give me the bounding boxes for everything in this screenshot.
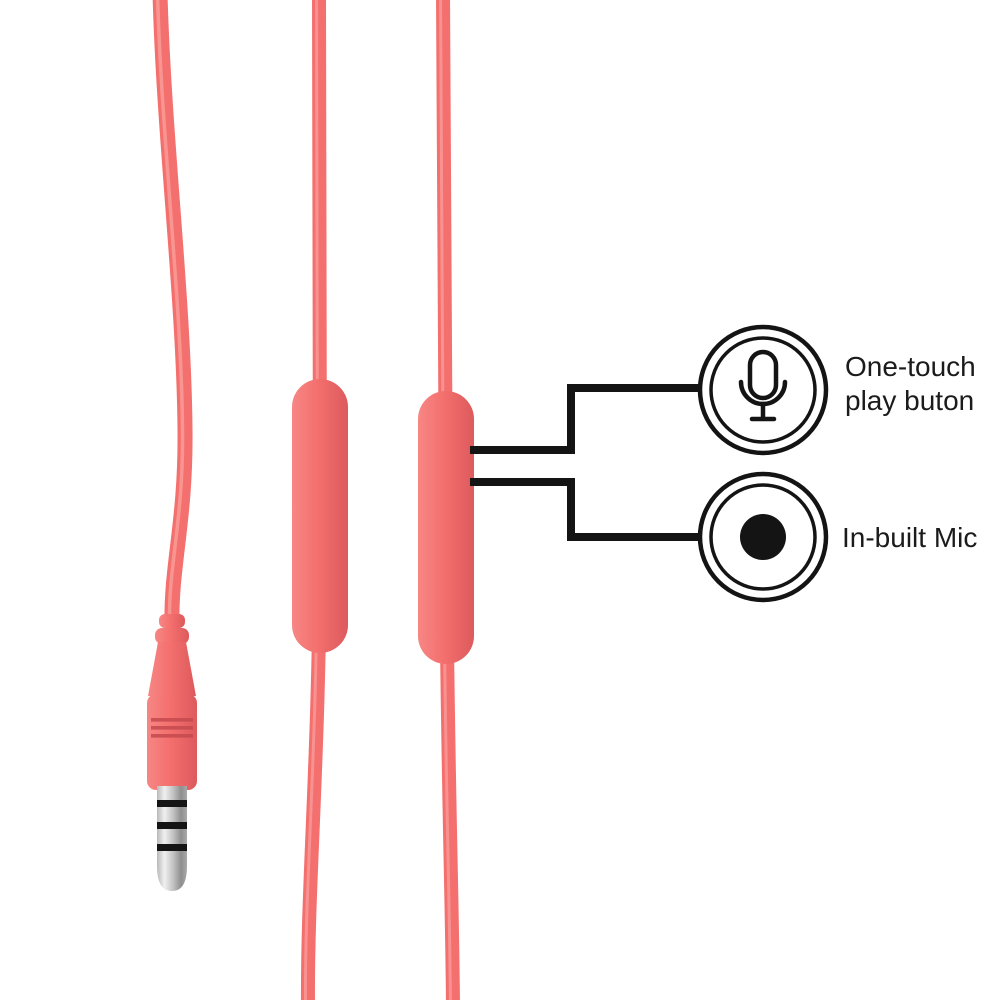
jack-ring <box>157 800 187 807</box>
plug-strain-flare <box>148 642 196 696</box>
microphone-icon <box>738 349 788 422</box>
callout-line-play-button <box>470 384 701 454</box>
inbuilt-mic-label: In-built Mic <box>842 521 977 555</box>
inbuilt-mic-callout <box>697 471 829 603</box>
jack-metal-tip <box>157 786 187 891</box>
right-cable <box>418 0 474 1000</box>
plug-strain-rib-1 <box>159 614 185 628</box>
plug-grip-line <box>151 718 193 722</box>
audio-jack-plug <box>147 614 197 891</box>
play-button-label-line2: play buton <box>845 385 975 416</box>
plug-grip-line <box>151 734 193 738</box>
plug-strain-rib-2 <box>155 628 189 644</box>
jack-ring <box>157 844 187 851</box>
plug-grip-line <box>151 726 193 730</box>
play-button-label-line1: One-touch <box>845 351 976 382</box>
callout-line-mic <box>470 478 701 541</box>
inline-remote-capsule <box>418 391 474 664</box>
jack-tip <box>157 855 187 891</box>
left-cable-wire <box>152 0 193 630</box>
play-callout-inner-circle <box>709 336 817 444</box>
left-cable <box>152 0 193 630</box>
inline-capsule-left <box>292 379 348 653</box>
jack-ring <box>157 822 187 829</box>
plug-grip-lines <box>151 718 193 738</box>
plug-body <box>147 694 197 790</box>
middle-cable <box>292 0 348 1000</box>
play-button-label: One-touch play buton <box>845 350 976 418</box>
play-button-callout <box>697 324 829 456</box>
filled-dot-icon <box>740 514 786 560</box>
callout-lines <box>470 384 701 541</box>
inbuilt-mic-label-line1: In-built Mic <box>842 522 978 553</box>
left-cable-highlight <box>155 0 185 623</box>
mic-body <box>747 349 779 401</box>
